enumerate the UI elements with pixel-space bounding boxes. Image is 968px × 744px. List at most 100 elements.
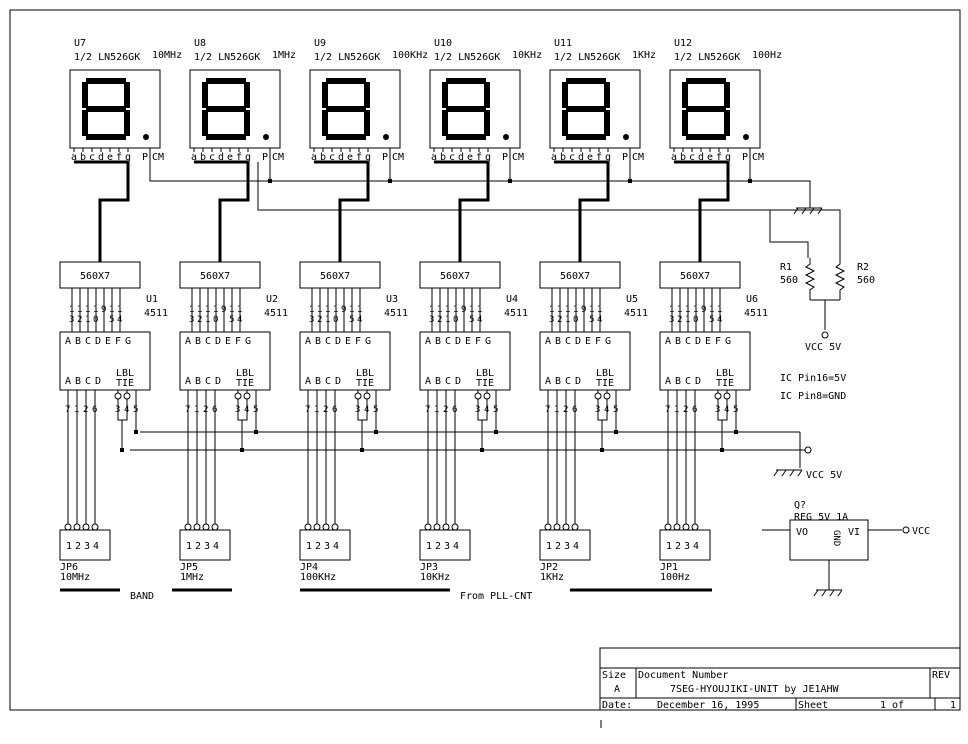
- display-ref: U11: [554, 38, 572, 49]
- decoder-ref: U4: [506, 294, 518, 305]
- decoder-in-pin: 7: [185, 405, 190, 415]
- decoder-pin-number-bottom: 1: [445, 315, 450, 325]
- decoder-output-label: G: [725, 336, 731, 347]
- jumper-terminal: [424, 523, 432, 531]
- display-pin-label: d: [698, 152, 704, 163]
- display-pin-label: c: [329, 152, 335, 163]
- resistor-array-label: 560X7: [320, 271, 350, 282]
- common-wiring: [149, 162, 841, 258]
- segment-d: [206, 134, 246, 140]
- decoder-input-label: B: [195, 376, 201, 387]
- sheet-border: [9, 9, 961, 711]
- decoder-pin-number-top: 1: [109, 305, 114, 315]
- decoder-pin-number-bottom: 5: [229, 315, 234, 325]
- decoder-ctrl-label-top: LBL: [596, 368, 614, 379]
- decoder-pin-number-bottom: 5: [109, 315, 114, 325]
- display-dp-label: P: [382, 152, 388, 163]
- decoder-output-label: D: [95, 336, 101, 347]
- segment-bus: [554, 160, 610, 262]
- decoder-output-label: D: [575, 336, 581, 347]
- ctrl-pin-circle: [354, 392, 362, 400]
- decoder-part: 4511: [144, 308, 168, 319]
- resistor-r2: R2 560: [834, 258, 875, 300]
- decoder-in-pin: 6: [452, 405, 457, 415]
- decoder-pin-number-bottom: 4: [597, 315, 602, 325]
- display-pin-label: a: [71, 152, 77, 163]
- seven-segment-display: [429, 69, 521, 149]
- display-pin-label: c: [689, 152, 695, 163]
- decoder-ref: U3: [386, 294, 398, 305]
- decoder-pin-number-bottom: 1: [85, 315, 90, 325]
- display-freq: 1MHz: [272, 50, 296, 61]
- vcc-terminal-2: [804, 446, 812, 454]
- segment-dp: [503, 134, 509, 140]
- jumper-body: [419, 529, 471, 561]
- ctrl-pin-circle: [723, 392, 731, 400]
- control-buses: [130, 431, 812, 477]
- segment-c: [724, 110, 730, 136]
- decoder-input-label: C: [565, 376, 571, 387]
- regulator-out-label: VCC: [912, 526, 930, 537]
- display-ref: U9: [314, 38, 326, 49]
- segment-c: [364, 110, 370, 136]
- regulator-body: [789, 519, 869, 561]
- decoder-in-pin: 2: [203, 405, 208, 415]
- jumper-ref: JP2: [540, 562, 558, 573]
- decoder-pin-number-top: 1: [117, 305, 122, 315]
- decoder-part: 4511: [624, 308, 648, 319]
- decoder-pin-number-bottom: 2: [437, 315, 442, 325]
- decoder-part: 4511: [744, 308, 768, 319]
- jumper-terminal: [64, 523, 72, 531]
- jumper-pin-label: 2: [675, 541, 681, 552]
- decoder-input-label: A: [65, 376, 71, 387]
- jumper-ref: JP3: [420, 562, 438, 573]
- display-ref: U8: [194, 38, 206, 49]
- decoder-in-pin: 6: [572, 405, 577, 415]
- decoder-pin-number-bottom: 4: [357, 315, 362, 325]
- junction-dot: [120, 448, 124, 452]
- decoder-input-label: C: [205, 376, 211, 387]
- decoder-output-label: E: [225, 336, 231, 347]
- display-pin-label: c: [209, 152, 215, 163]
- segment-g: [566, 106, 606, 112]
- segment-bus: [434, 160, 490, 262]
- decoder-pin-number-top: 1: [357, 305, 362, 315]
- resistor-array-label: 560X7: [560, 271, 590, 282]
- decoder-pin-number-top: 1: [453, 305, 458, 315]
- resistor-array-label: 560X7: [80, 271, 110, 282]
- display-pin-label: e: [587, 152, 593, 163]
- decoder-input-label: A: [305, 376, 311, 387]
- display-dp-label: P: [142, 152, 148, 163]
- ctrl-pin-circle: [363, 392, 371, 400]
- regulator-vo: VO: [796, 527, 808, 538]
- decoder-pin-number-bottom: 3: [549, 315, 554, 325]
- ctrl-pin-circle: [123, 392, 131, 400]
- decoder-pin-number-bottom: 3: [189, 315, 194, 325]
- decoder-pin-number-top: 1: [477, 305, 482, 315]
- decoder-ctrl-label-top: LBL: [356, 368, 374, 379]
- decoder-in-pin: 6: [92, 405, 97, 415]
- segment-bus: [674, 160, 730, 262]
- display-freq: 100Hz: [752, 50, 782, 61]
- segment-f: [202, 82, 208, 108]
- decoder-output-label: E: [465, 336, 471, 347]
- segment-g: [86, 106, 126, 112]
- decoder-ctrl-label-top: LBL: [476, 368, 494, 379]
- segment-dp: [743, 134, 749, 140]
- display-pin-label: e: [707, 152, 713, 163]
- display-pin-label: b: [560, 152, 566, 163]
- display-pin-label: e: [227, 152, 233, 163]
- decoder-pin-number-bottom: 2: [77, 315, 82, 325]
- decoder-ctrl-label-bottom: TIE: [596, 378, 614, 389]
- decoder-pin-number-bottom: 0: [93, 315, 98, 325]
- jumper-pin-label: 2: [315, 541, 321, 552]
- jumper-pin-label: 2: [75, 541, 81, 552]
- jumper-body: [659, 529, 711, 561]
- decoder-output-label: A: [185, 336, 191, 347]
- decoder-ctrl-label-top: LBL: [236, 368, 254, 379]
- bus-label-pll: From PLL-CNT: [460, 591, 532, 602]
- decoder-pin-number-top: 1: [213, 305, 218, 315]
- decoder-in-pin: 2: [683, 405, 688, 415]
- jumper-pin-label: 1: [186, 541, 192, 552]
